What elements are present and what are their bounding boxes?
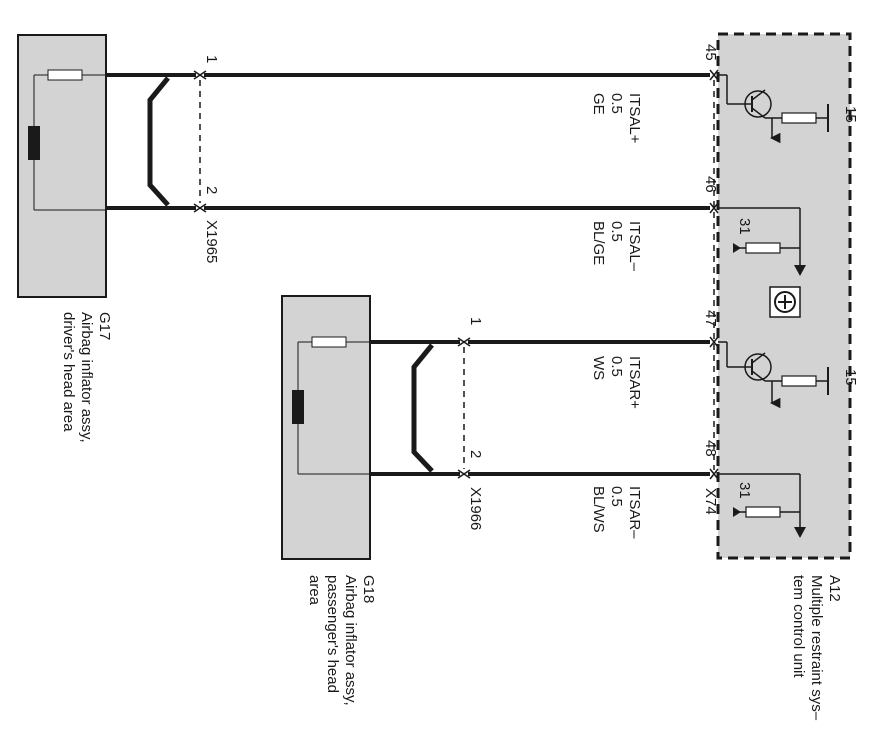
- twisted-pair-icon: [411, 343, 434, 473]
- a12-name-line1: Multiple restraint sys–: [808, 575, 825, 721]
- component-g17: [17, 34, 107, 298]
- a12-id: A12: [826, 575, 843, 602]
- x1966-pin1-label: 1: [467, 317, 484, 325]
- pin-48-label: 48: [702, 440, 719, 457]
- x1965-label: X1965: [203, 220, 220, 263]
- wire-2-signal: ITSAL–: [626, 221, 643, 272]
- connector-x74: [709, 69, 728, 480]
- connector-x1965: [193, 70, 207, 213]
- g18-id: G18: [360, 575, 377, 603]
- wire-1-color: GE: [590, 93, 607, 115]
- x74-label: X74: [702, 488, 719, 515]
- wire-3-gauge: 0.5: [608, 356, 625, 377]
- g18-name-line2: passenger's head: [324, 575, 341, 693]
- resistor-icon: [781, 375, 817, 387]
- g17-name-line2: driver's head area: [60, 312, 77, 432]
- resistor-icon: [745, 242, 781, 254]
- terminal-15-upper: 15: [842, 106, 859, 123]
- x1965-pin2-label: 2: [203, 186, 220, 194]
- wire-4-color: BL/WS: [590, 486, 607, 533]
- pin-47-label: 47: [702, 310, 719, 327]
- resistor-icon: [745, 506, 781, 518]
- a12-name-line2: tem control unit: [790, 575, 807, 678]
- g18-name-line1: Airbag inflator assy,: [342, 575, 359, 706]
- wire-3-color: WS: [590, 356, 607, 380]
- wire-2-color: BL/GE: [590, 221, 607, 265]
- resistor-icon: [47, 69, 83, 81]
- wire-4-signal: ITSAR–: [626, 486, 643, 539]
- component-a12: [716, 32, 852, 560]
- connector-x1966: [457, 337, 471, 479]
- twisted-pair-icon: [147, 76, 170, 207]
- squib-icon: [28, 126, 40, 160]
- g17-id: G17: [96, 312, 113, 340]
- terminal-31-upper: 31: [736, 218, 753, 235]
- g18-name-line3: area: [306, 575, 323, 606]
- resistor-icon: [781, 112, 817, 124]
- component-g18: [281, 295, 371, 560]
- x1966-pin2-label: 2: [467, 450, 484, 458]
- pin-46-label: 46: [702, 176, 719, 193]
- wire-3-signal: ITSAR+: [626, 356, 643, 409]
- g17-name-line1: Airbag inflator assy,: [78, 312, 95, 443]
- wire-1-gauge: 0.5: [608, 93, 625, 114]
- x1965-pin1-label: 1: [203, 55, 220, 63]
- pin-45-label: 45: [702, 44, 719, 61]
- resistor-icon: [311, 336, 347, 348]
- wire-1-signal: ITSAL+: [626, 93, 643, 144]
- x1966-label: X1966: [467, 487, 484, 530]
- wire-2-gauge: 0.5: [608, 221, 625, 242]
- squib-icon: [292, 390, 304, 424]
- terminal-31-lower: 31: [736, 482, 753, 499]
- wire-4-gauge: 0.5: [608, 486, 625, 507]
- terminal-15-lower: 15: [842, 369, 859, 386]
